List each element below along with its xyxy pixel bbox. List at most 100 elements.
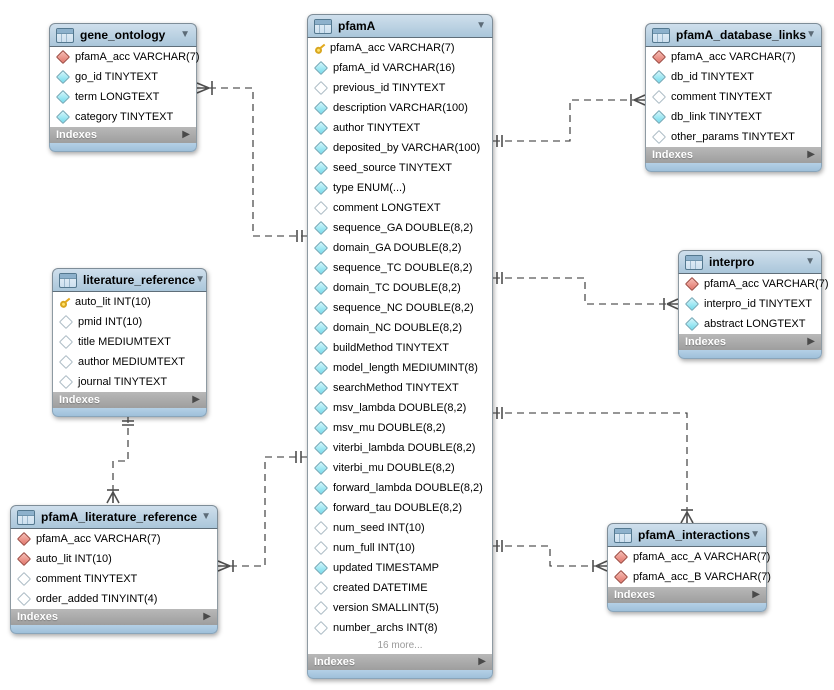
field-row[interactable]: pmid INT(10) xyxy=(53,312,206,332)
field-row[interactable]: buildMethod TINYTEXT xyxy=(308,338,492,358)
field-row[interactable]: sequence_TC DOUBLE(8,2) xyxy=(308,258,492,278)
field-text: domain_NC DOUBLE(8,2) xyxy=(333,322,462,334)
table-bottom-strip xyxy=(607,603,767,612)
expand-arrow-icon[interactable]: ▶ xyxy=(807,149,815,160)
field-row[interactable]: other_params TINYTEXT xyxy=(646,127,821,147)
table-header-interpro[interactable]: interpro ▼ xyxy=(678,250,822,274)
indexes-row[interactable]: Indexes ▶ xyxy=(52,392,207,408)
indexes-label: Indexes xyxy=(685,336,726,348)
field-row[interactable]: category TINYTEXT xyxy=(50,107,196,127)
field-row[interactable]: pfamA_acc VARCHAR(7) xyxy=(50,47,200,67)
field-row[interactable]: pfamA_acc VARCHAR(7) xyxy=(646,47,821,67)
field-row[interactable]: sequence_GA DOUBLE(8,2) xyxy=(308,218,492,238)
table-header-pfamA_database_links[interactable]: pfamA_database_links ▼ xyxy=(645,23,822,47)
field-row[interactable]: pfamA_acc_B VARCHAR(7) xyxy=(608,567,771,587)
collapse-arrow-icon[interactable]: ▼ xyxy=(180,29,190,40)
field-row[interactable]: order_added TINYINT(4) xyxy=(11,589,217,609)
field-row[interactable]: updated TIMESTAMP xyxy=(308,558,492,578)
relationship-pfamA-interpro[interactable] xyxy=(493,272,679,310)
column-notnull-icon xyxy=(313,460,329,476)
collapse-arrow-icon[interactable]: ▼ xyxy=(195,274,205,285)
field-row[interactable]: pfamA_acc_A VARCHAR(7) xyxy=(608,547,770,567)
field-row[interactable]: author TINYTEXT xyxy=(308,118,492,138)
relationship-pfamA-pfamA_database_links[interactable] xyxy=(493,94,646,147)
indexes-row[interactable]: Indexes ▶ xyxy=(678,334,822,350)
column-notnull-icon xyxy=(313,140,329,156)
collapse-arrow-icon[interactable]: ▼ xyxy=(805,256,815,267)
field-row[interactable]: seed_source TINYTEXT xyxy=(308,158,492,178)
indexes-row[interactable]: Indexes ▶ xyxy=(49,127,197,143)
collapse-arrow-icon[interactable]: ▼ xyxy=(806,29,816,40)
table-icon xyxy=(614,527,632,543)
indexes-row[interactable]: Indexes ▶ xyxy=(607,587,767,603)
field-row[interactable]: auto_lit INT(10) xyxy=(53,292,206,312)
field-row[interactable]: previous_id TINYTEXT xyxy=(308,78,492,98)
field-row[interactable]: model_length MEDIUMINT(8) xyxy=(308,358,492,378)
field-row[interactable]: domain_NC DOUBLE(8,2) xyxy=(308,318,492,338)
relationship-pfamA-pfamA_interactions-B[interactable] xyxy=(493,540,608,572)
field-row[interactable]: forward_lambda DOUBLE(8,2) xyxy=(308,478,492,498)
table-header-gene_ontology[interactable]: gene_ontology ▼ xyxy=(49,23,197,47)
expand-arrow-icon[interactable]: ▶ xyxy=(752,589,760,600)
more-fields-label[interactable]: 16 more... xyxy=(307,638,493,654)
expand-arrow-icon[interactable]: ▶ xyxy=(807,336,815,347)
indexes-row[interactable]: Indexes ▶ xyxy=(645,147,822,163)
field-row[interactable]: type ENUM(...) xyxy=(308,178,492,198)
field-row[interactable]: pfamA_acc VARCHAR(7) xyxy=(11,529,217,549)
field-row[interactable]: go_id TINYTEXT xyxy=(50,67,196,87)
field-row[interactable]: abstract LONGTEXT xyxy=(679,314,821,334)
column-nullable-icon xyxy=(58,314,74,330)
expand-arrow-icon[interactable]: ▶ xyxy=(192,394,200,405)
table-header-pfamA_literature_reference[interactable]: pfamA_literature_reference ▼ xyxy=(10,505,218,529)
field-row[interactable]: viterbi_mu DOUBLE(8,2) xyxy=(308,458,492,478)
collapse-arrow-icon[interactable]: ▼ xyxy=(201,511,211,522)
field-row[interactable]: auto_lit INT(10) xyxy=(11,549,217,569)
field-row[interactable]: comment TINYTEXT xyxy=(646,87,821,107)
field-row[interactable]: db_link TINYTEXT xyxy=(646,107,821,127)
field-row[interactable]: sequence_NC DOUBLE(8,2) xyxy=(308,298,492,318)
field-text: pfamA_acc VARCHAR(7) xyxy=(36,533,161,545)
field-row[interactable]: forward_tau DOUBLE(8,2) xyxy=(308,498,492,518)
field-row[interactable]: title MEDIUMTEXT xyxy=(53,332,206,352)
field-text: buildMethod TINYTEXT xyxy=(333,342,449,354)
field-row[interactable]: pfamA_id VARCHAR(16) xyxy=(308,58,492,78)
expand-arrow-icon[interactable]: ▶ xyxy=(203,611,211,622)
indexes-row[interactable]: Indexes ▶ xyxy=(307,654,493,670)
field-row[interactable]: number_archs INT(8) xyxy=(308,618,492,638)
expand-arrow-icon[interactable]: ▶ xyxy=(478,656,486,667)
field-row[interactable]: msv_lambda DOUBLE(8,2) xyxy=(308,398,492,418)
field-row[interactable]: description VARCHAR(100) xyxy=(308,98,492,118)
field-row[interactable]: author MEDIUMTEXT xyxy=(53,352,206,372)
field-row[interactable]: deposited_by VARCHAR(100) xyxy=(308,138,492,158)
field-row[interactable]: domain_TC DOUBLE(8,2) xyxy=(308,278,492,298)
relationship-gene_ontology-pfamA[interactable] xyxy=(196,81,307,242)
collapse-arrow-icon[interactable]: ▼ xyxy=(476,20,486,31)
table-header-pfamA_interactions[interactable]: pfamA_interactions ▼ xyxy=(607,523,767,547)
collapse-arrow-icon[interactable]: ▼ xyxy=(750,529,760,540)
field-row[interactable]: created DATETIME xyxy=(308,578,492,598)
field-row[interactable]: version SMALLINT(5) xyxy=(308,598,492,618)
field-row[interactable]: domain_GA DOUBLE(8,2) xyxy=(308,238,492,258)
relationship-pfamA_literature_reference-pfamA[interactable] xyxy=(217,451,307,572)
field-row[interactable]: interpro_id TINYTEXT xyxy=(679,294,821,314)
indexes-row[interactable]: Indexes ▶ xyxy=(10,609,218,625)
table-header-pfamA[interactable]: pfamA ▼ xyxy=(307,14,493,38)
field-row[interactable]: pfamA_acc VARCHAR(7) xyxy=(308,38,492,58)
field-row[interactable]: num_full INT(10) xyxy=(308,538,492,558)
field-row[interactable]: journal TINYTEXT xyxy=(53,372,206,392)
field-row[interactable]: num_seed INT(10) xyxy=(308,518,492,538)
field-row[interactable]: term LONGTEXT xyxy=(50,87,196,107)
field-row[interactable]: msv_mu DOUBLE(8,2) xyxy=(308,418,492,438)
field-row[interactable]: pfamA_acc VARCHAR(7) xyxy=(679,274,829,294)
relationship-literature_reference-pfamA_literature_reference[interactable] xyxy=(106,416,134,504)
expand-arrow-icon[interactable]: ▶ xyxy=(182,129,190,140)
field-row[interactable]: searchMethod TINYTEXT xyxy=(308,378,492,398)
relationship-pfamA-pfamA_interactions-A[interactable] xyxy=(493,407,694,524)
table-header-literature_reference[interactable]: literature_reference ▼ xyxy=(52,268,207,292)
field-text: comment TINYTEXT xyxy=(671,91,773,103)
field-row[interactable]: db_id TINYTEXT xyxy=(646,67,821,87)
field-row[interactable]: comment TINYTEXT xyxy=(11,569,217,589)
field-row[interactable]: viterbi_lambda DOUBLE(8,2) xyxy=(308,438,492,458)
field-text: description VARCHAR(100) xyxy=(333,102,468,114)
field-row[interactable]: comment LONGTEXT xyxy=(308,198,492,218)
